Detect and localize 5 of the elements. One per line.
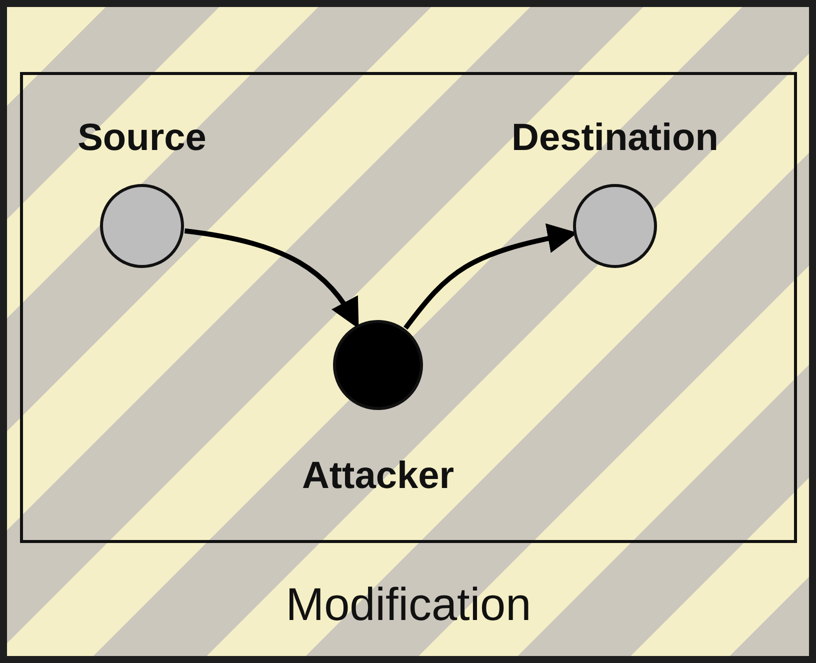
arrow	[184, 228, 359, 329]
node-label: Source	[78, 116, 206, 160]
node-label: Destination	[512, 116, 718, 160]
node-label: Attacker	[302, 454, 454, 498]
panel-title: Modification	[284, 577, 532, 631]
